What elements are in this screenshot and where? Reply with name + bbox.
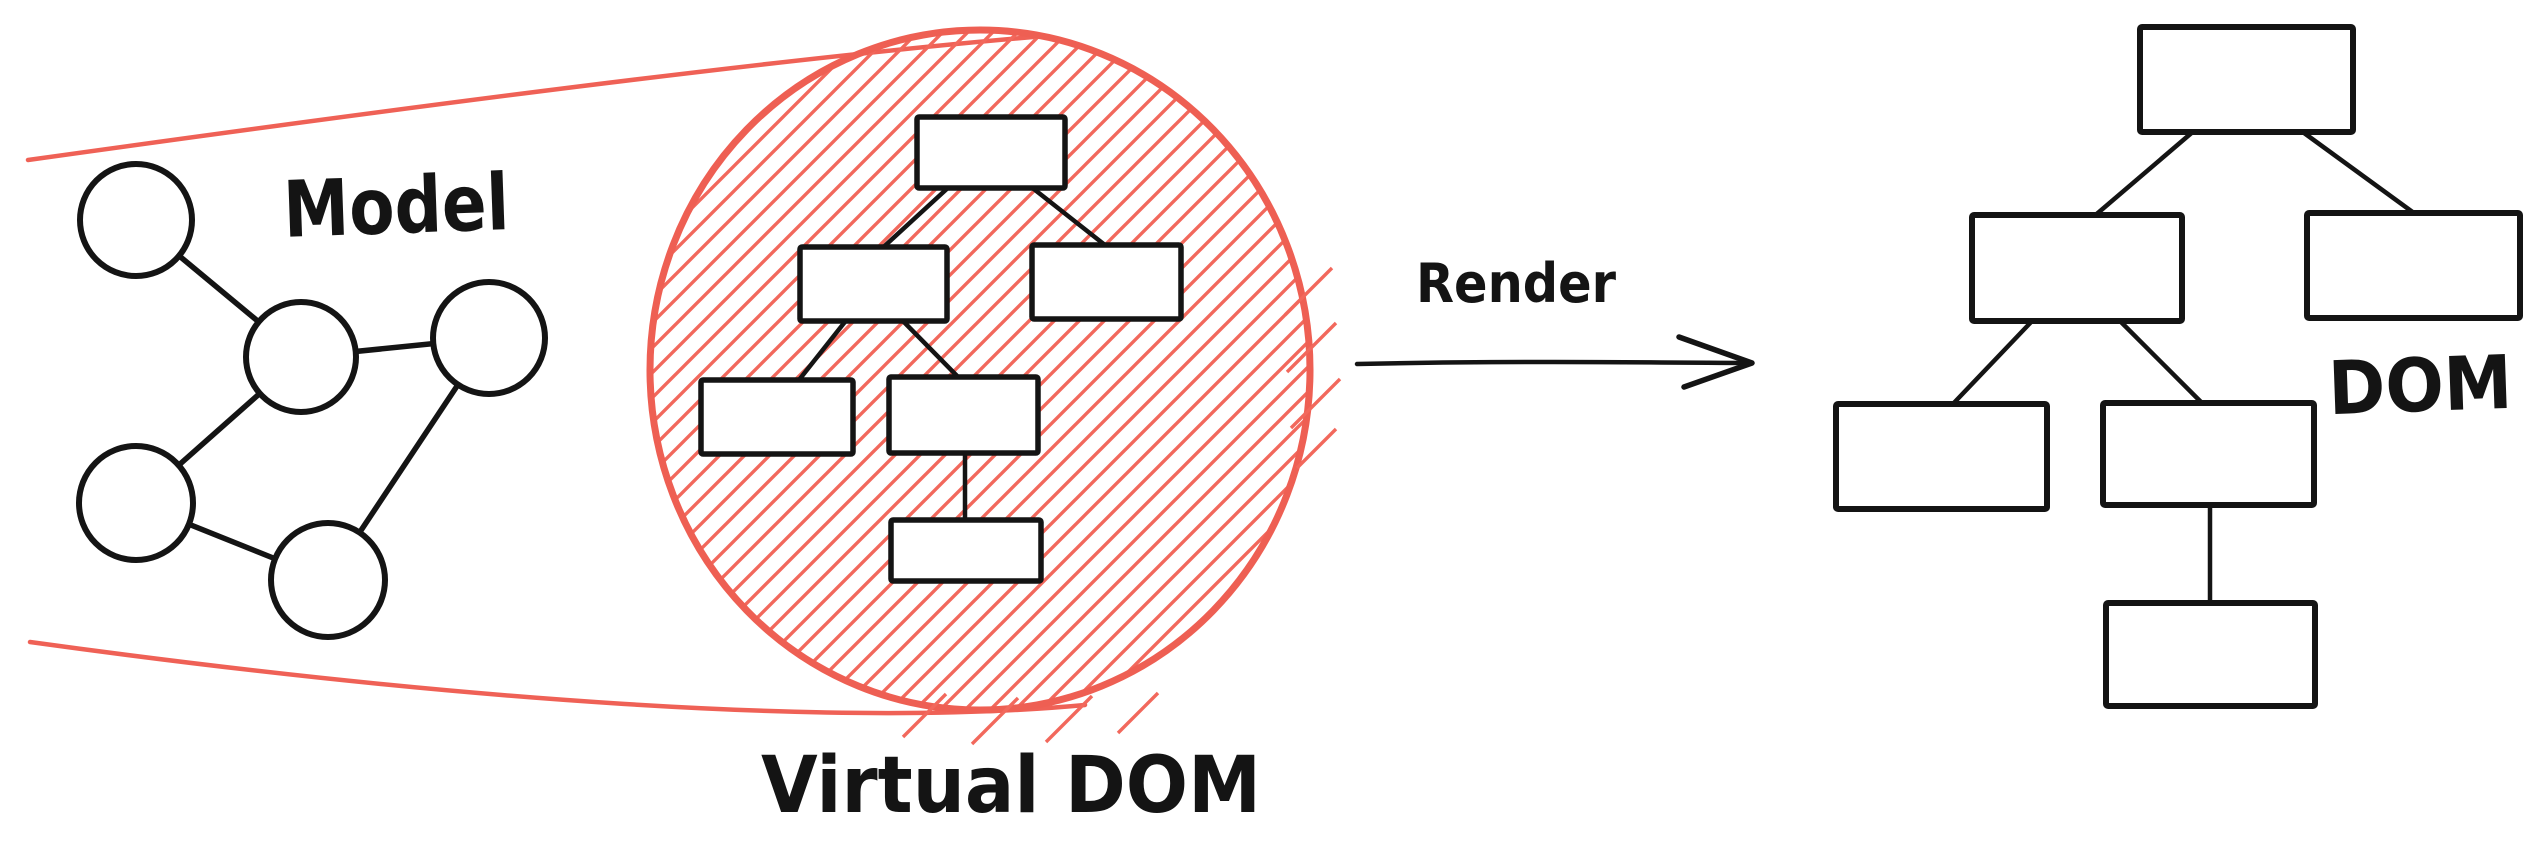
virtual-dom-tree-edges	[793, 184, 1112, 524]
vdom-node-great-grandchild	[888, 517, 1044, 584]
dom-tree	[1833, 24, 2523, 709]
vdom-node-grandchild-mid	[886, 374, 1041, 456]
dom-edge-left-grandmid	[2116, 317, 2207, 408]
dom-tree-edges	[1948, 128, 2420, 606]
model-node-top-left	[77, 161, 195, 279]
dom-node-child-right	[2304, 210, 2523, 321]
render-arrow-shaft	[1354, 359, 1749, 367]
dom-node-grandchild-mid	[2100, 400, 2317, 508]
magnifier-circle-outline	[646, 26, 1314, 714]
vdom-edge-left-grandmid	[898, 316, 965, 384]
model-graph	[76, 161, 548, 640]
model-label: Model	[282, 158, 511, 256]
model-node-center	[243, 299, 359, 415]
dom-node-root	[2137, 24, 2356, 135]
render-arrow-head	[1676, 334, 1755, 390]
render-arrow	[1354, 334, 1755, 390]
model-node-right	[430, 279, 548, 397]
dom-edge-left-grandleft	[1948, 317, 2036, 409]
vdom-edge-left-grandleft	[793, 316, 850, 387]
vdom-edge-root-right	[1028, 184, 1112, 251]
dom-node-child-left	[1969, 212, 2185, 324]
vdom-node-grandchild-left	[698, 377, 856, 457]
dom-node-grandchild-left	[1833, 401, 2050, 512]
dom-edge-root-left	[2090, 128, 2197, 220]
dom-edge-root-right	[2298, 128, 2420, 218]
model-node-bottom-center	[268, 520, 388, 640]
vdom-node-child-left	[797, 244, 950, 324]
vdom-node-child-right	[1029, 242, 1184, 322]
virtual-dom-label: Virtual DOM	[761, 741, 1261, 831]
dom-label: DOM	[2327, 340, 2514, 432]
vdom-edge-root-left	[876, 184, 952, 254]
hatch-overshoot-marks	[901, 266, 1342, 746]
render-label: Render	[1416, 252, 1616, 315]
vdom-node-root	[914, 114, 1068, 191]
model-node-bottom-left	[76, 443, 196, 563]
virtual-dom-tree	[698, 114, 1184, 584]
dom-node-great-grandchild	[2103, 600, 2318, 709]
virtual-dom-circle	[646, 26, 1342, 746]
